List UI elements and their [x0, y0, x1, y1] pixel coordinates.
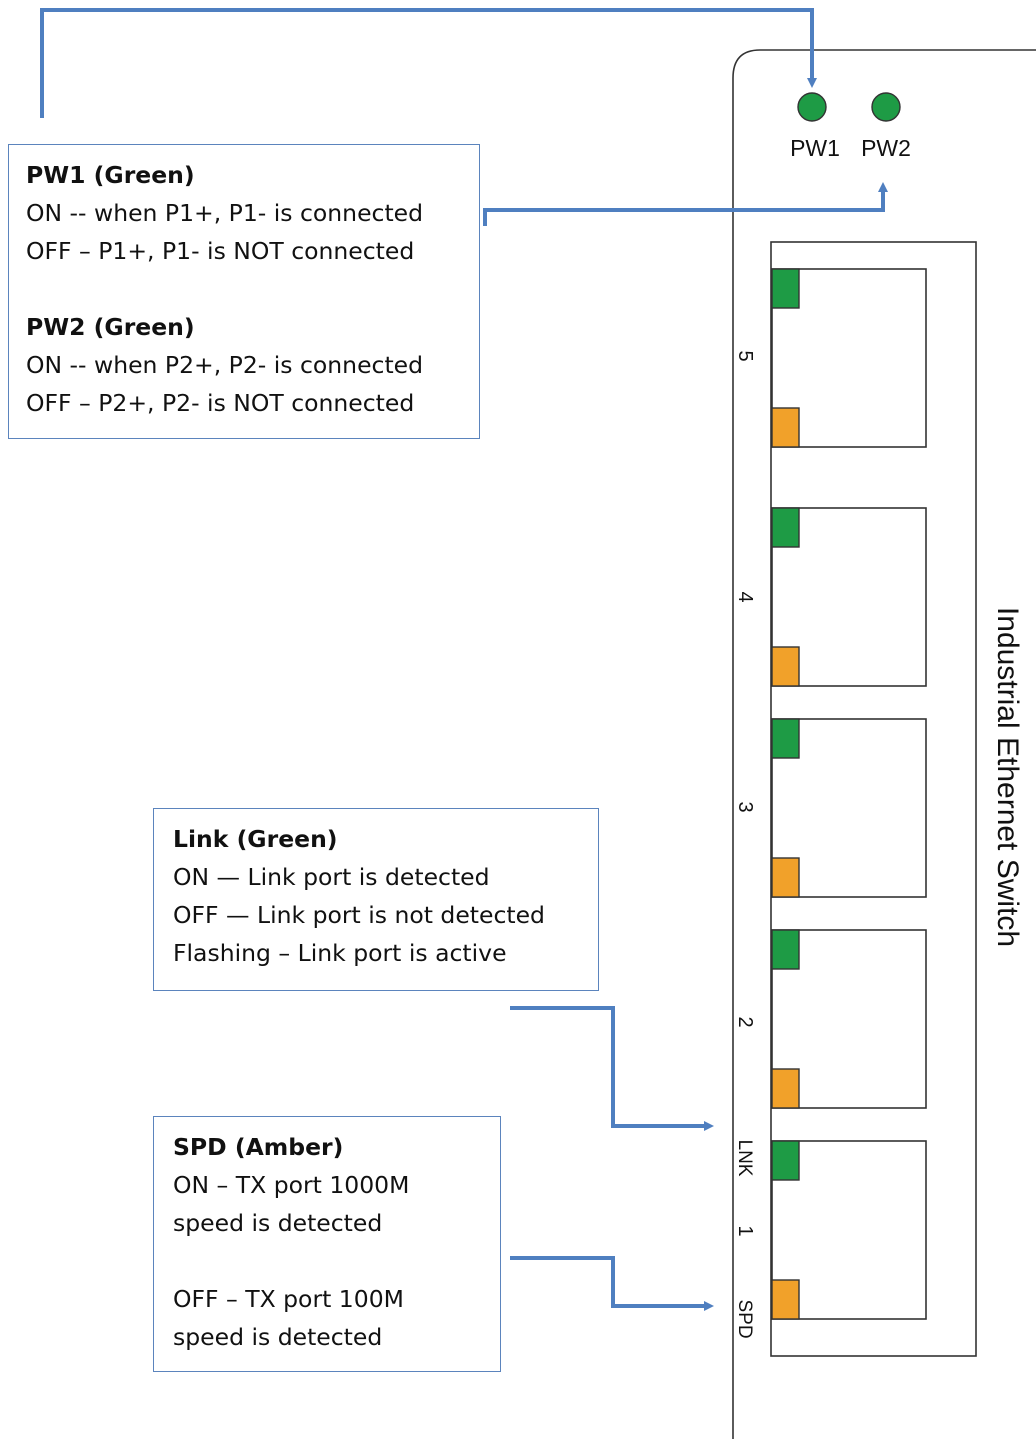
pw1-led [797, 92, 827, 122]
spd-title: SPD (Amber) [173, 1133, 344, 1161]
pw2-off-text: OFF – P2+, P2- is NOT connected [26, 389, 415, 417]
pw1-label: PW1 [790, 135, 840, 161]
speed-led-callout: SPD (Amber) ON – TX port 1000M speed is … [153, 1116, 501, 1372]
speed-led [771, 646, 800, 687]
link-led [771, 268, 800, 309]
speed-led [771, 407, 800, 448]
link-on-text: ON — Link port is detected [173, 863, 490, 891]
spd-off-text-2: speed is detected [173, 1323, 383, 1351]
spd-connector-arrow [510, 1256, 714, 1311]
switch-body-outline [732, 49, 1036, 1439]
speed-led [771, 1279, 800, 1320]
link-flashing-text: Flashing – Link port is active [173, 939, 507, 967]
link-led [771, 929, 800, 970]
link-led [771, 507, 800, 548]
pw2-label: PW2 [861, 135, 911, 161]
spd-off-text-1: OFF – TX port 100M [173, 1285, 404, 1313]
link-led-callout: Link (Green) ON — Link port is detected … [153, 808, 599, 991]
pw1-title: PW1 (Green) [26, 161, 195, 189]
port-number-1: 1 [734, 1225, 756, 1236]
port-panel-frame [770, 241, 977, 1357]
port-2 [771, 929, 927, 1109]
port-number-5: 5 [734, 350, 756, 361]
spd-on-text-2: speed is detected [173, 1209, 383, 1237]
port-number-2: 2 [734, 1016, 756, 1027]
device-title: Industrial Ethernet Switch [991, 607, 1024, 947]
link-led [771, 718, 800, 759]
pw2-led [871, 92, 901, 122]
spd-on-text-1: ON – TX port 1000M [173, 1171, 410, 1199]
speed-led [771, 857, 800, 898]
port-number-3: 3 [734, 801, 756, 812]
link-led [771, 1140, 800, 1181]
port-1 [771, 1140, 927, 1320]
spd-label: SPD [734, 1299, 755, 1338]
pw1-connector-arrow [40, 8, 817, 118]
port-4 [771, 507, 927, 687]
link-off-text: OFF — Link port is not detected [173, 901, 545, 929]
lnk-label: LNK [734, 1140, 755, 1177]
port-3 [771, 718, 927, 898]
port-number-4: 4 [734, 591, 756, 602]
pw2-title: PW2 (Green) [26, 313, 195, 341]
pw2-connector-arrow [483, 182, 888, 226]
speed-led [771, 1068, 800, 1109]
spacer [26, 270, 479, 308]
pw1-on-text: ON -- when P1+, P1- is connected [26, 199, 424, 227]
pw1-off-text: OFF – P1+, P1- is NOT connected [26, 237, 415, 265]
link-connector-arrow [510, 1006, 714, 1131]
link-title: Link (Green) [173, 825, 338, 853]
port-5 [771, 268, 927, 448]
spacer [173, 1242, 500, 1280]
pw2-on-text: ON -- when P2+, P2- is connected [26, 351, 424, 379]
power-led-callout: PW1 (Green) ON -- when P1+, P1- is conne… [8, 144, 480, 439]
